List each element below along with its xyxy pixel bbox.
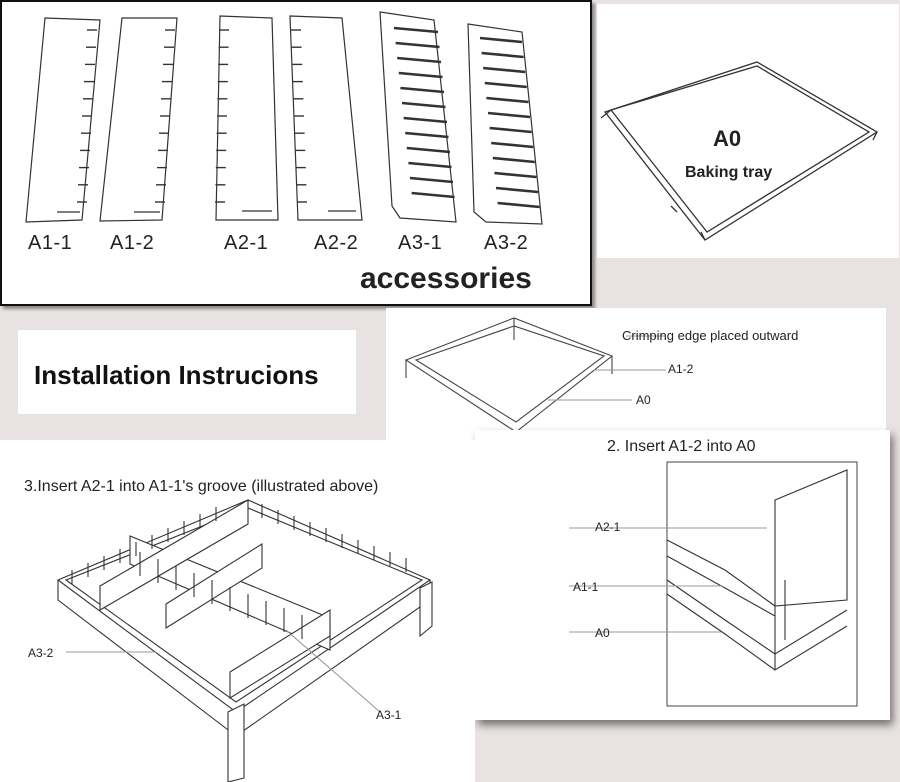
page-title: Installation Instrucions [34,360,319,390]
step1-callout-part: A1-2 [668,362,694,376]
part-a2-1-drawing [215,15,279,221]
part-a1-2-drawing [99,17,178,222]
tray-name: Baking tray [685,164,773,181]
step3-label-a3-1: A3-1 [376,708,402,722]
step1-callout-top: Crimping edge placed outward [622,328,799,343]
step3-drawing [56,499,433,782]
step3-panel: 3.Insert A2-1 into A1-1's groove (illust… [0,440,475,782]
accessories-heading: accessories [360,262,532,295]
step1-callout-base: A0 [636,393,651,407]
tray-code: A0 [713,126,742,151]
accessories-drawing [25,11,543,225]
part-a3-1-drawing [379,11,457,223]
step3-caption: 3.Insert A2-1 into A1-1's groove (illust… [24,478,379,495]
part-a3-2-drawing [467,23,543,225]
part-a2-2-drawing [289,15,363,221]
part-label-a2-1: A2-1 [224,232,269,254]
step2-label-a1-1: A1-1 [573,580,599,594]
step1-drawing [404,317,666,442]
step2-label-a0: A0 [595,626,610,640]
step2-label-a2-1: A2-1 [595,520,621,534]
tray-panel: A0 Baking tray [597,4,899,258]
part-label-a3-2: A3-2 [484,232,529,254]
baking-tray-drawing [600,61,879,241]
step2-panel: 2. Insert A1-2 into A0 A2-1 A1-1 A0 [475,430,890,720]
part-label-a1-1: A1-1 [28,232,73,254]
title-panel: Installation Instrucions [18,330,356,414]
step1-panel: Crimping edge placed outward A1-2 A0 [386,308,886,442]
part-label-a2-2: A2-2 [314,232,359,254]
step2-drawing [569,461,858,707]
step3-label-a3-2: A3-2 [28,646,54,660]
step2-caption: 2. Insert A1-2 into A0 [607,438,756,455]
part-a1-1-drawing [25,17,101,223]
accessories-panel: A1-1 A1-2 A2-1 A2-2 A3-1 A3-2 accessorie… [0,0,592,306]
part-label-a1-2: A1-2 [110,232,155,254]
part-label-a3-1: A3-1 [398,232,443,254]
